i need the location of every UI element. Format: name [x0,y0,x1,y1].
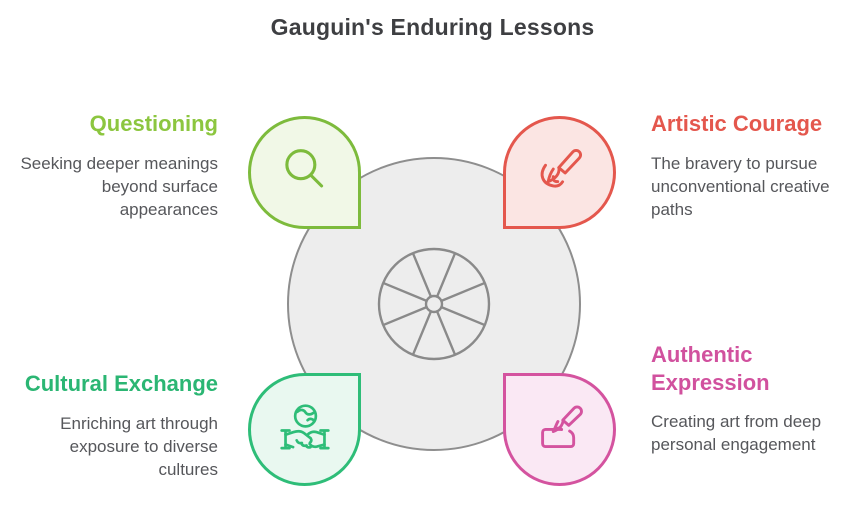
section-artistic-courage: Artistic Courage The bravery to pursue u… [651,110,859,221]
paint-tray-brush-icon [540,405,583,448]
page-title: Gauguin's Enduring Lessons [270,14,595,40]
paintbrush-icon [540,148,582,188]
badge-authentic-expression [503,373,616,486]
magnifying-glass-icon [284,148,323,187]
section-heading: Questioning [89,111,218,136]
section-heading: Artistic Courage [651,111,823,136]
section-cultural-exchange: Cultural Exchange Enriching art through … [12,370,218,481]
section-questioning: Questioning Seeking deeper meanings beyo… [18,110,218,221]
badge-artistic-courage [503,116,616,229]
section-description: Seeking deeper meanings beyond surface a… [20,153,218,219]
badge-cultural-exchange [248,373,361,486]
section-description: Enriching art through exposure to divers… [60,413,218,479]
wheel-icon [377,247,491,361]
section-description: Creating art from deep personal engageme… [651,412,822,454]
section-heading: Authentic Expression [651,342,770,395]
section-description: The bravery to pursue unconventional cre… [651,153,830,219]
section-authentic-expression: Authentic Expression Creating art from d… [651,341,859,456]
section-heading: Cultural Exchange [24,371,218,396]
handshake-globe-icon [279,403,330,449]
badge-questioning [248,116,361,229]
